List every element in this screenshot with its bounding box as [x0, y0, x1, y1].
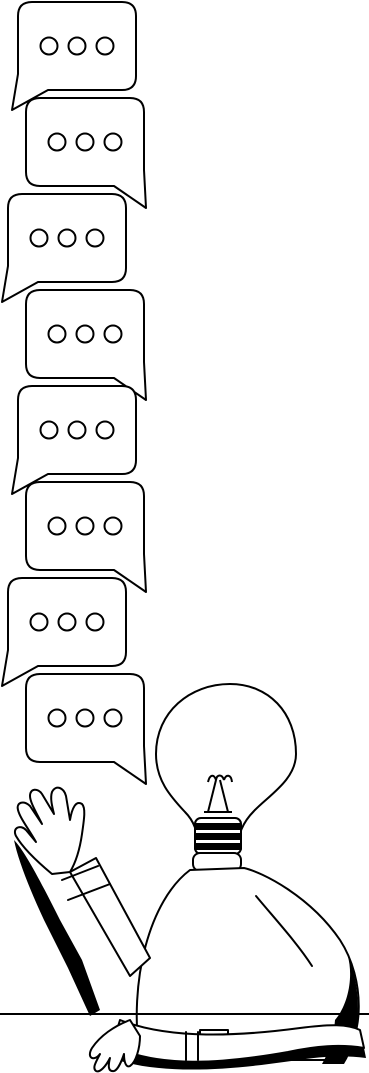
- typing-dot-icon: [77, 134, 94, 151]
- typing-dot-icon: [69, 422, 86, 439]
- speech-bubble-icon: [26, 98, 146, 208]
- speech-bubble-icon: [12, 2, 136, 110]
- typing-dot-icon: [77, 710, 94, 727]
- typing-dot-icon: [77, 518, 94, 535]
- lightbulb-head: [156, 684, 296, 871]
- typing-dot-icon: [49, 518, 66, 535]
- typing-dot-icon: [31, 230, 48, 247]
- typing-dot-icon: [49, 134, 66, 151]
- bulb-stripe: [195, 844, 241, 849]
- speech-bubble-stack: [2, 2, 146, 784]
- typing-dot-icon: [87, 230, 104, 247]
- bulb-stripe: [195, 834, 241, 839]
- character-body: [14, 788, 366, 1072]
- typing-dot-icon: [105, 134, 122, 151]
- typing-dot-icon: [69, 38, 86, 55]
- typing-dot-icon: [105, 710, 122, 727]
- typing-dot-icon: [41, 38, 58, 55]
- typing-dot-icon: [59, 230, 76, 247]
- typing-dot-icon: [41, 422, 58, 439]
- sleeve-cuff: [62, 866, 110, 900]
- bulb-stripe: [195, 824, 241, 829]
- waving-hand-icon: [15, 788, 84, 874]
- lower-hand: [90, 1020, 140, 1071]
- typing-dot-icon: [105, 326, 122, 343]
- speech-bubble-icon: [26, 290, 146, 400]
- typing-dot-icon: [77, 326, 94, 343]
- speech-bubble-icon: [2, 194, 126, 302]
- lower-arm-stripe: [186, 1032, 198, 1060]
- speech-bubble-icon: [26, 674, 146, 784]
- lower-arm-shadow: [106, 1045, 366, 1070]
- typing-dot-icon: [31, 614, 48, 631]
- speech-bubble-icon: [2, 578, 126, 686]
- speech-bubble-icon: [12, 386, 136, 494]
- typing-dot-icon: [97, 422, 114, 439]
- typing-dot-icon: [105, 518, 122, 535]
- arm-line: [256, 896, 312, 966]
- typing-dot-icon: [97, 38, 114, 55]
- raised-arm: [70, 858, 150, 976]
- typing-dot-icon: [49, 710, 66, 727]
- speech-bubble-icon: [26, 482, 146, 592]
- filament: [208, 776, 232, 813]
- typing-dot-icon: [49, 326, 66, 343]
- raised-arm-shadow: [14, 840, 100, 1016]
- typing-dot-icon: [59, 614, 76, 631]
- typing-dot-icon: [87, 614, 104, 631]
